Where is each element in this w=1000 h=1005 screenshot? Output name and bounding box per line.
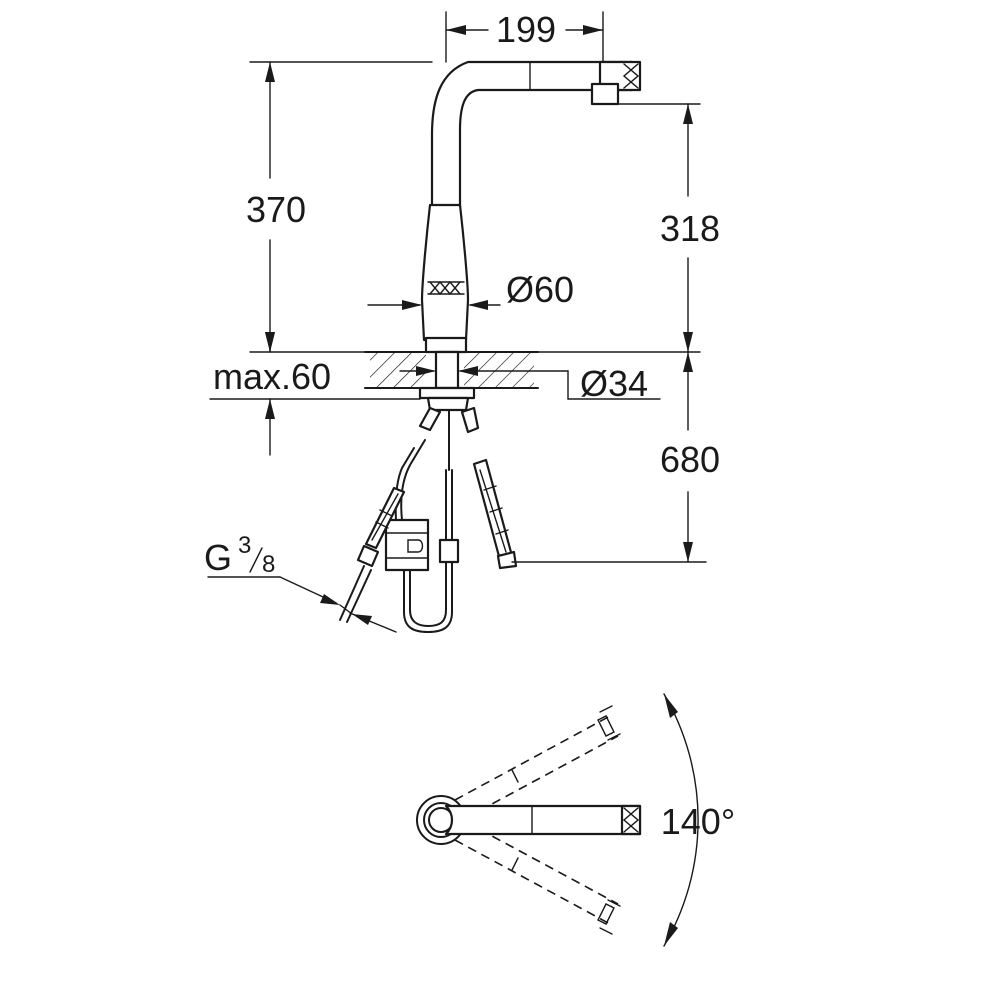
- thread-prefix: G: [204, 537, 232, 578]
- top-view: [416, 693, 699, 947]
- thread-size-label: G 3 8: [204, 532, 275, 578]
- side-elevation: [207, 11, 707, 633]
- dim-total-height: 370: [246, 189, 306, 230]
- dim-swivel-angle: 140°: [661, 801, 735, 842]
- faucet-body: [418, 60, 642, 471]
- dim-hole-diameter: Ø34: [580, 363, 648, 404]
- angle-arc: [663, 693, 699, 947]
- dimension-lines: [207, 11, 707, 633]
- dim-body-diameter: Ø60: [506, 269, 574, 310]
- spout-top: [444, 804, 642, 836]
- supply-hoses: [339, 439, 518, 633]
- thread-denominator: 8: [262, 551, 275, 578]
- dim-max-counter: max.60: [213, 356, 331, 397]
- dim-spout-height: 318: [660, 208, 720, 249]
- thread-numerator: 3: [238, 532, 251, 559]
- dim-hose-length: 680: [660, 439, 720, 480]
- dim-spout-reach: 199: [496, 9, 556, 50]
- swivel-range-outline: [454, 705, 621, 935]
